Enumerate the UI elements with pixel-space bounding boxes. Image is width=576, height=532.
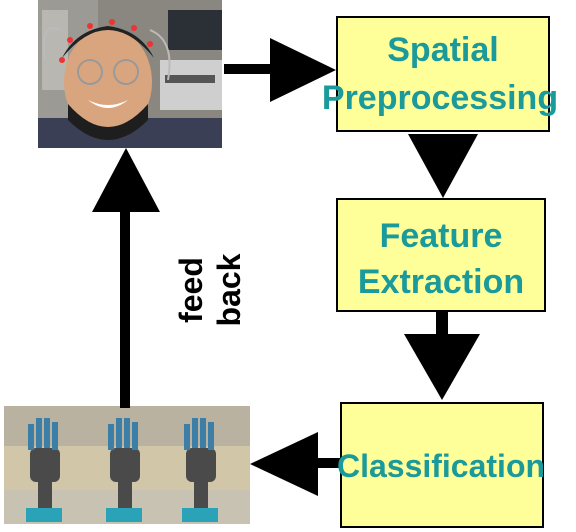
spatial-preprocessing-box xyxy=(336,16,550,132)
extraction-label: Extraction xyxy=(357,263,525,301)
arrow-to-spatial xyxy=(224,38,336,102)
arrow-to-feature xyxy=(408,134,478,198)
classification-box xyxy=(340,402,544,528)
feature-label: Feature xyxy=(379,217,503,255)
feedback-label: feed back xyxy=(172,254,248,327)
feedback-arrow xyxy=(92,148,160,408)
feature-extraction-box xyxy=(336,198,546,312)
arrow-to-classification xyxy=(404,312,480,400)
classification-label: Classification xyxy=(336,448,546,484)
spatial-label: Spatial xyxy=(387,31,499,69)
feedback-line1: feed xyxy=(173,257,209,323)
arrow-to-robot-hands xyxy=(250,432,346,496)
robot-hand-photo xyxy=(4,406,250,524)
feedback-line2: back xyxy=(211,253,247,327)
preprocessing-label: Preprocessing xyxy=(321,79,559,117)
eeg-subject-photo xyxy=(38,0,222,148)
